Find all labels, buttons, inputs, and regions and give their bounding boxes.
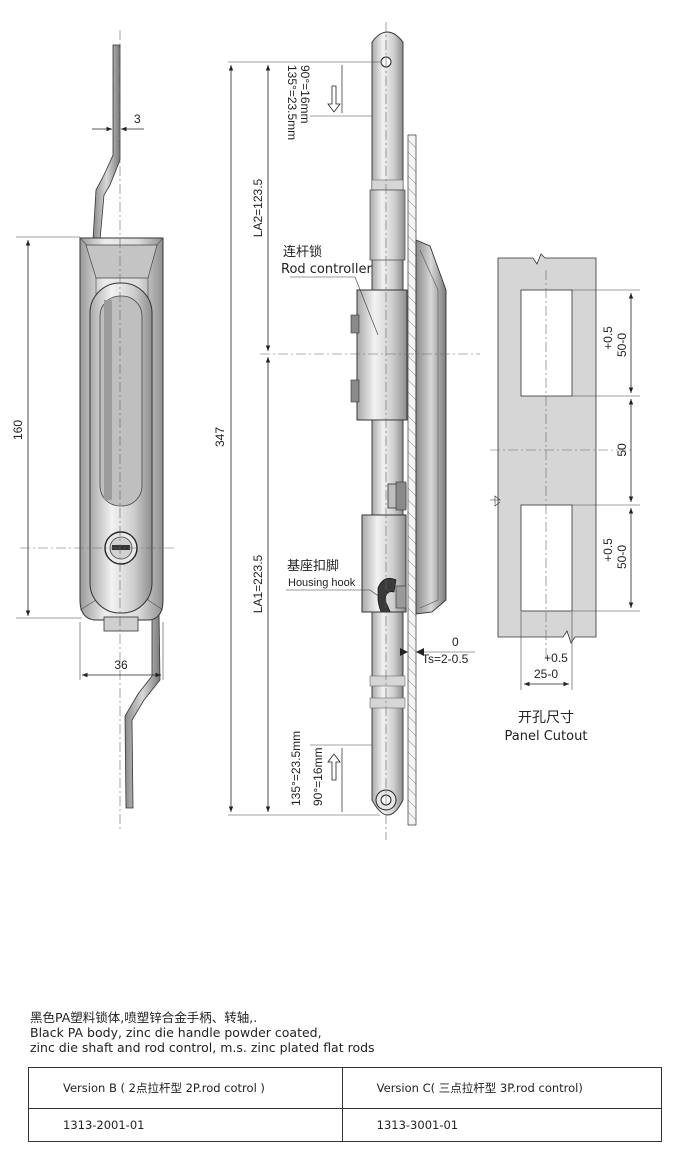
housing-hook-en-label: Housing hook bbox=[288, 577, 356, 589]
panel-cutout-cn-label: 开孔尺寸 bbox=[518, 710, 574, 726]
panel-cutout-en-label: Panel Cutout bbox=[505, 729, 588, 744]
ts-label: Ts=2-0.5 bbox=[422, 652, 469, 666]
rod-controller-cn-label: 连杆锁 bbox=[283, 244, 322, 260]
la2-label: LA2=123.5 bbox=[251, 178, 265, 237]
notes-line-cn: 黑色PA塑料锁体,喷塑锌合金手柄、转轴,. bbox=[30, 1010, 258, 1025]
cutout-width-size: 25-0 bbox=[534, 667, 558, 681]
notes-line-en-2: zinc die shaft and rod control, m.s. zin… bbox=[30, 1040, 375, 1055]
left-dimensions bbox=[16, 30, 175, 830]
rod-controller-en-label: Rod controller bbox=[281, 262, 372, 277]
version-table: Version B ( 2点拉杆型 2P.rod cotrol ) Versio… bbox=[28, 1067, 663, 1142]
handle-front-view bbox=[79, 44, 164, 809]
cutout-lower-size: 50-0 bbox=[615, 545, 629, 569]
technical-drawing: 3 160 36 bbox=[11, 22, 640, 840]
thickness-label: 3 bbox=[134, 112, 141, 126]
stroke-bottom-135-label: 135°=23.5mm bbox=[289, 731, 303, 806]
notes-line-en-1: Black PA body, zinc die handle powder co… bbox=[30, 1025, 322, 1040]
table-row: 1313-2001-01 1313-3001-01 bbox=[28, 1108, 663, 1142]
la1-label: LA1=223.5 bbox=[251, 554, 265, 613]
height-label: 160 bbox=[11, 420, 25, 440]
cutout-upper-tolerance: +0.5 bbox=[601, 326, 615, 350]
table-header-row: Version B ( 2点拉杆型 2P.rod cotrol ) Versio… bbox=[28, 1067, 663, 1109]
cutout-lower-tolerance: +0.5 bbox=[601, 538, 615, 562]
stroke-top-135-label: 135°=23.5mm bbox=[285, 65, 299, 140]
housing-hook-cn-label: 基座扣脚 bbox=[287, 558, 339, 574]
stroke-top-90-label: 90°=16mm bbox=[298, 65, 312, 124]
cutout-upper-size: 50-0 bbox=[615, 333, 629, 357]
table-header-version-c: Version C( 三点拉杆型 3P.rod control) bbox=[341, 1067, 663, 1109]
material-notes: 黑色PA塑料锁体,喷塑锌合金手柄、转轴,. Black PA body, zin… bbox=[30, 1010, 375, 1055]
panel-cutout-view bbox=[490, 253, 640, 690]
width-label: 36 bbox=[114, 658, 128, 672]
part-number-b: 1313-2001-01 bbox=[28, 1108, 343, 1142]
cutout-gap-size: 50 bbox=[615, 443, 629, 457]
stroke-bottom-90-label: 90°=16mm bbox=[311, 748, 325, 807]
cutout-width-tolerance: +0.5 bbox=[544, 651, 568, 665]
rod-side-view bbox=[350, 31, 447, 826]
side-dimensions bbox=[228, 22, 480, 840]
table-header-version-b: Version B ( 2点拉杆型 2P.rod cotrol ) bbox=[28, 1067, 343, 1109]
part-number-c: 1313-3001-01 bbox=[341, 1108, 663, 1142]
total-length-label: 347 bbox=[213, 427, 227, 447]
ts-tolerance-label: 0 bbox=[452, 635, 459, 649]
